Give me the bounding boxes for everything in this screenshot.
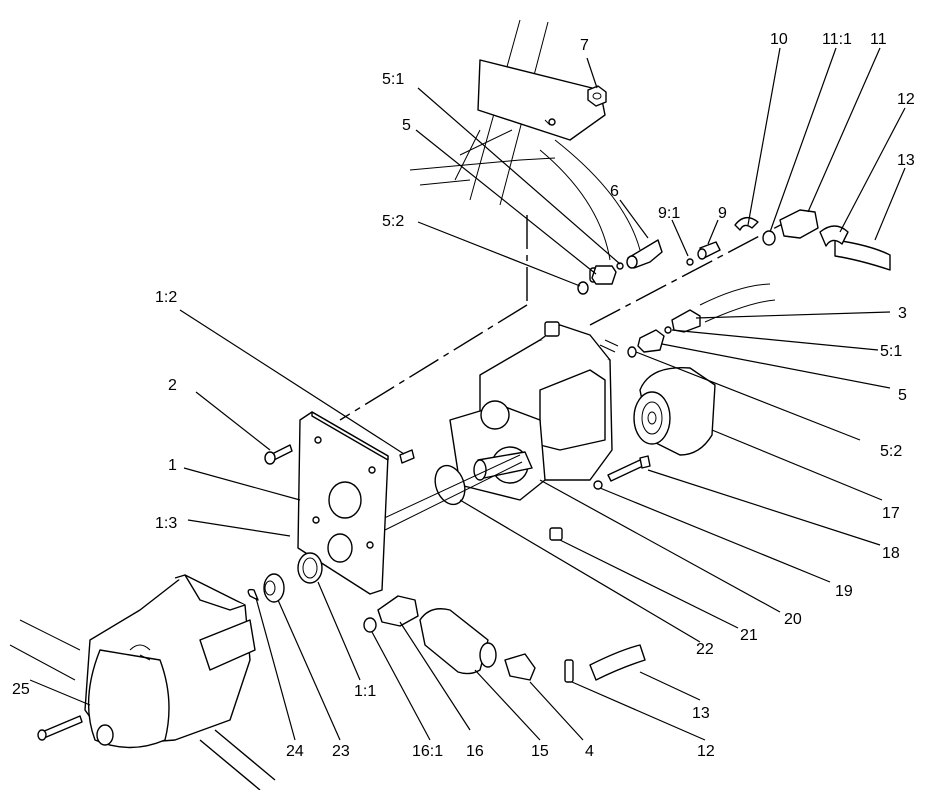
center-lines [339,215,791,421]
callout-15: 15 [531,743,549,760]
callout-12-top: 12 [897,91,915,108]
filter-17 [633,366,716,456]
callout-1: 1 [168,457,177,474]
callout-5-1-top: 5:1 [382,71,404,88]
callout-5-1-right: 5:1 [880,343,902,360]
callout-11: 11 [870,31,887,48]
callout-10: 10 [770,31,788,48]
oring-5-2-lower [627,346,637,358]
oring-5-1-lower [664,326,672,334]
callout-20: 20 [784,611,802,628]
bolt-25 [37,715,83,741]
callout-5-2-right: 5:2 [880,443,902,460]
callout-9-1: 9:1 [658,205,680,222]
callout-labels: 7 10 11:1 11 12 13 5:1 5 6 9:1 9 5:2 3 5… [12,31,915,760]
oring-16-1 [363,617,377,633]
fitting-9 [697,241,721,260]
callout-13-top: 13 [897,152,915,169]
oring-5-2-upper [577,281,589,295]
clip-10 [734,217,759,231]
callout-9: 9 [718,205,727,222]
callout-24: 24 [286,743,304,760]
callout-5-right: 5 [898,387,907,404]
washer-19 [593,480,603,490]
fitting-5-lower [637,329,665,353]
callout-21: 21 [740,627,758,644]
frame-rails [409,19,641,261]
callout-5-2-top: 5:2 [382,213,404,230]
oring-9-1 [686,258,694,266]
callout-19: 19 [835,583,853,600]
elbow-fitting-11 [779,209,819,239]
callout-22: 22 [696,641,714,658]
callout-1-2: 1:2 [155,289,177,306]
callout-18: 18 [882,545,900,562]
plug-21 [549,527,563,541]
callout-4: 4 [585,743,594,760]
seal-1-1 [297,552,323,584]
hose-13-bottom [589,644,646,681]
callout-16-1: 16:1 [412,743,443,760]
callout-12-bottom: 12 [697,743,715,760]
callout-3: 3 [898,305,907,322]
callout-17: 17 [882,505,900,522]
callout-25: 25 [12,681,30,698]
bolt-2 [264,444,293,465]
callout-13-bottom: 13 [692,705,710,722]
hose-upper-right [699,283,776,323]
gear-23 [263,573,285,603]
callout-6: 6 [610,183,619,200]
leader-lines [179,47,906,741]
sensor-15 [419,608,497,675]
fitting-5-upper [589,265,617,285]
oring-11-1 [762,230,776,246]
dowel-1-2 [399,449,415,464]
callout-7: 7 [580,37,589,54]
bolt-18 [607,455,651,482]
callout-1-3: 1:3 [155,515,177,532]
callout-1-1: 1:1 [354,683,376,700]
callout-11-1: 11:1 [822,31,852,48]
elbow-fitting-16 [377,595,419,627]
elbow-fitting-6 [626,239,663,269]
callout-16: 16 [466,743,484,760]
callout-2: 2 [168,377,177,394]
fitting-3 [671,309,701,333]
hydraulic-pump [449,321,619,501]
gearbox [9,574,276,790]
gasket-22 [434,464,466,506]
oring-5-1-upper [616,262,624,270]
ring-24 [247,588,259,601]
callout-23: 23 [332,743,350,760]
shaft [379,454,523,531]
fitting-4 [504,653,536,681]
mounting-plate-1 [297,411,389,595]
callout-5-top: 5 [402,117,411,134]
hose-13-top [834,239,891,271]
nut-7 [587,85,607,107]
nipple-12 [564,659,574,683]
